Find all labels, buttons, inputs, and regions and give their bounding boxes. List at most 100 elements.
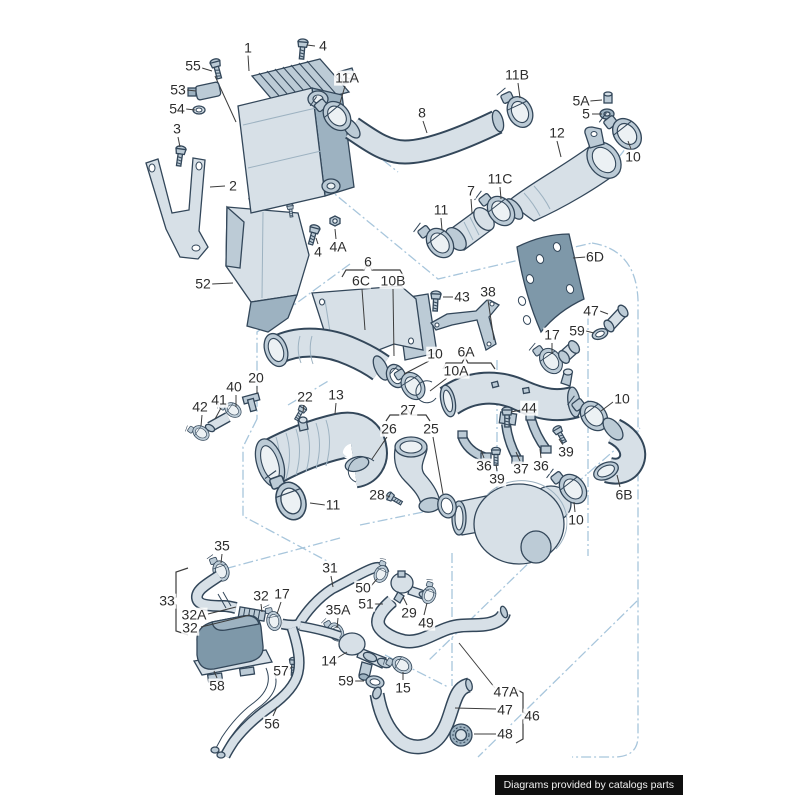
air-duct-52: [225, 195, 310, 333]
leader-line-25: [432, 436, 444, 495]
leader-line-28: [384, 494, 391, 498]
charge-pipe-6: [263, 327, 390, 381]
hose-56: [210, 626, 305, 759]
leader-line-7: [470, 198, 473, 214]
leader-line-11: [440, 217, 443, 231]
leader-line-29: [402, 596, 408, 606]
leader-line-17: [276, 601, 282, 615]
hose-stub-17: [557, 340, 581, 364]
clip-ring-59-top: [591, 327, 609, 341]
leader-line-11C: [499, 186, 502, 200]
wire-clip-10A: [415, 380, 437, 404]
hose-stub-47-top: [603, 304, 629, 333]
leader-line-10: [627, 140, 632, 150]
bolt-28: [384, 490, 405, 508]
leader-line-39: [558, 438, 564, 446]
leader-line-4: [306, 44, 316, 47]
leader-line-31: [330, 575, 334, 588]
leader-line-53: [186, 89, 197, 92]
leader-line-22: [302, 404, 305, 413]
clamp-15: [381, 648, 416, 679]
leader-line-35A: [336, 617, 339, 629]
leader-line-11B: [517, 82, 521, 99]
leader-line-39: [495, 463, 498, 472]
reservoir-58: [192, 614, 273, 683]
leader-line-10A: [429, 377, 448, 392]
leader-line-47: [454, 707, 497, 710]
panel-6D: [516, 233, 585, 334]
grommet-48: [449, 723, 473, 747]
leader-line-37: [515, 451, 521, 462]
bolt-55: [208, 57, 225, 81]
leader-line-26: [371, 436, 388, 460]
leader-line-56: [272, 706, 278, 717]
leader-line-55: [201, 67, 213, 72]
maf-sensor-53: [187, 57, 237, 123]
hose-33: [191, 571, 238, 614]
bolt-39-lower: [490, 446, 502, 466]
leader-line-11: [309, 502, 326, 506]
wire-clip-26: [347, 456, 375, 483]
leader-line-52: [211, 282, 234, 285]
bolt-4-top: [295, 37, 309, 61]
leader-line-12: [556, 140, 562, 158]
hose-47A: [370, 595, 511, 649]
leader-line-36: [539, 448, 542, 459]
cap-5A: [603, 91, 613, 104]
leader-line-50: [370, 578, 378, 587]
clip-ring-59-bottom: [365, 675, 385, 689]
leader-line-32A: [207, 606, 237, 615]
footer-credit-text: Diagrams provided by catalogs parts: [503, 779, 674, 791]
leader-line-42: [200, 414, 203, 427]
connector-chain-20-40-41-42: [183, 392, 261, 445]
hose-31: [280, 561, 390, 631]
leader-line-10B: [392, 288, 395, 357]
leader-line-58: [213, 670, 218, 679]
bolt-43: [429, 290, 442, 312]
charge-pipe-6A: [439, 368, 581, 422]
nut-4A: [329, 215, 341, 227]
elbow-pipe-27: [393, 436, 442, 513]
leader-line-54: [185, 108, 196, 111]
leader-line-32: [200, 614, 251, 628]
o-ring-25: [437, 493, 457, 519]
elbow-hose-6B: [593, 417, 647, 485]
leader-line-47A: [458, 642, 496, 689]
intercooler-1: [237, 58, 357, 214]
bolt-3: [173, 144, 188, 168]
leader-line-10: [403, 360, 430, 375]
valve-29: [390, 570, 430, 604]
leader-line-5A: [589, 99, 603, 102]
leader-line-49: [423, 602, 428, 616]
hose-47: [369, 677, 473, 755]
turbocharger: [451, 480, 572, 565]
leader-line-4: [315, 237, 319, 245]
leader-line-38: [487, 299, 495, 341]
leader-line-6B: [616, 474, 621, 488]
leader-line-32: [260, 603, 263, 613]
clamp-17-bottom: [262, 602, 284, 633]
footer-credit: Diagrams provided by catalogs parts: [494, 775, 683, 795]
leader-line-10: [600, 401, 614, 412]
leader-line-6D: [572, 256, 587, 259]
mounting-bracket-2: [145, 157, 209, 260]
leader-line-6C: [361, 288, 366, 331]
leader-line-13: [334, 402, 337, 415]
leader-line-36: [480, 449, 485, 459]
leader-lines: [177, 44, 632, 735]
leader-line-3: [177, 136, 181, 148]
valve-14: [338, 632, 392, 681]
leader-line-11A: [339, 85, 346, 104]
charge-hose-8: [341, 109, 505, 165]
leader-line-14: [336, 651, 348, 659]
leader-line-10: [573, 501, 576, 513]
air-duct-12: [504, 126, 622, 222]
leader-line-47: [599, 310, 609, 315]
leader-line-2: [209, 185, 226, 188]
hose-35A: [299, 621, 342, 641]
leader-line-44: [510, 409, 522, 413]
leader-line-35: [220, 553, 223, 564]
leader-line-1: [247, 54, 250, 72]
